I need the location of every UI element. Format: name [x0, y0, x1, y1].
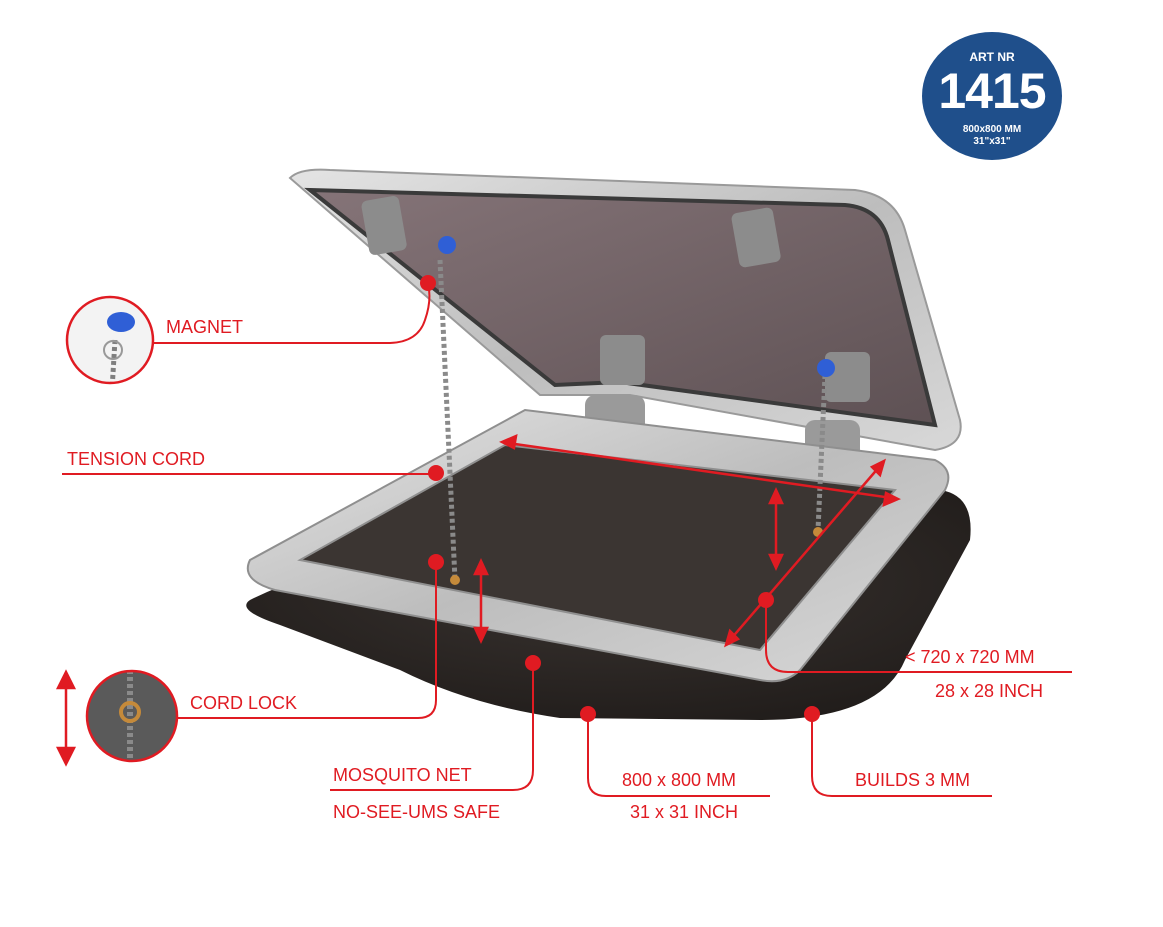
badge-number: 1415 [938, 63, 1046, 119]
badge-size-inch: 31"x31" [973, 136, 1011, 147]
label-outer-mm: 800 x 800 MM [622, 770, 737, 790]
label-mosquito-net: MOSQUITO NET [333, 765, 472, 785]
label-inner-inch: 28 x 28 INCH [935, 681, 1044, 701]
inner-net [300, 445, 895, 650]
label-tension-cord: TENSION CORD [67, 449, 206, 469]
tension-cord-left [437, 259, 458, 581]
magnet-detail [65, 295, 155, 385]
label-builds: BUILDS 3 MM [855, 770, 971, 790]
cord-lock-detail [85, 669, 179, 763]
label-outer-inch: 31 x 31 INCH [630, 802, 739, 822]
badge-size-mm: 800x800 MM [962, 124, 1022, 135]
badge-heading: ART NR [969, 50, 1015, 64]
hatch-lid [288, 168, 962, 465]
leader-lines [62, 283, 1072, 797]
label-cord-lock: CORD LOCK [190, 693, 298, 713]
label-no-see-ums: NO-SEE-UMS SAFE [333, 802, 501, 822]
callout-dots [420, 275, 820, 722]
hatch-frame [246, 408, 950, 683]
article-badge: ART NR 1415 800x800 MM 31"x31" [922, 32, 1062, 160]
label-inner-mm: < 720 x 720 MM [905, 647, 1035, 667]
tension-cord-right [815, 374, 828, 531]
label-magnet: MAGNET [166, 317, 244, 337]
dimension-arrows [55, 433, 901, 767]
